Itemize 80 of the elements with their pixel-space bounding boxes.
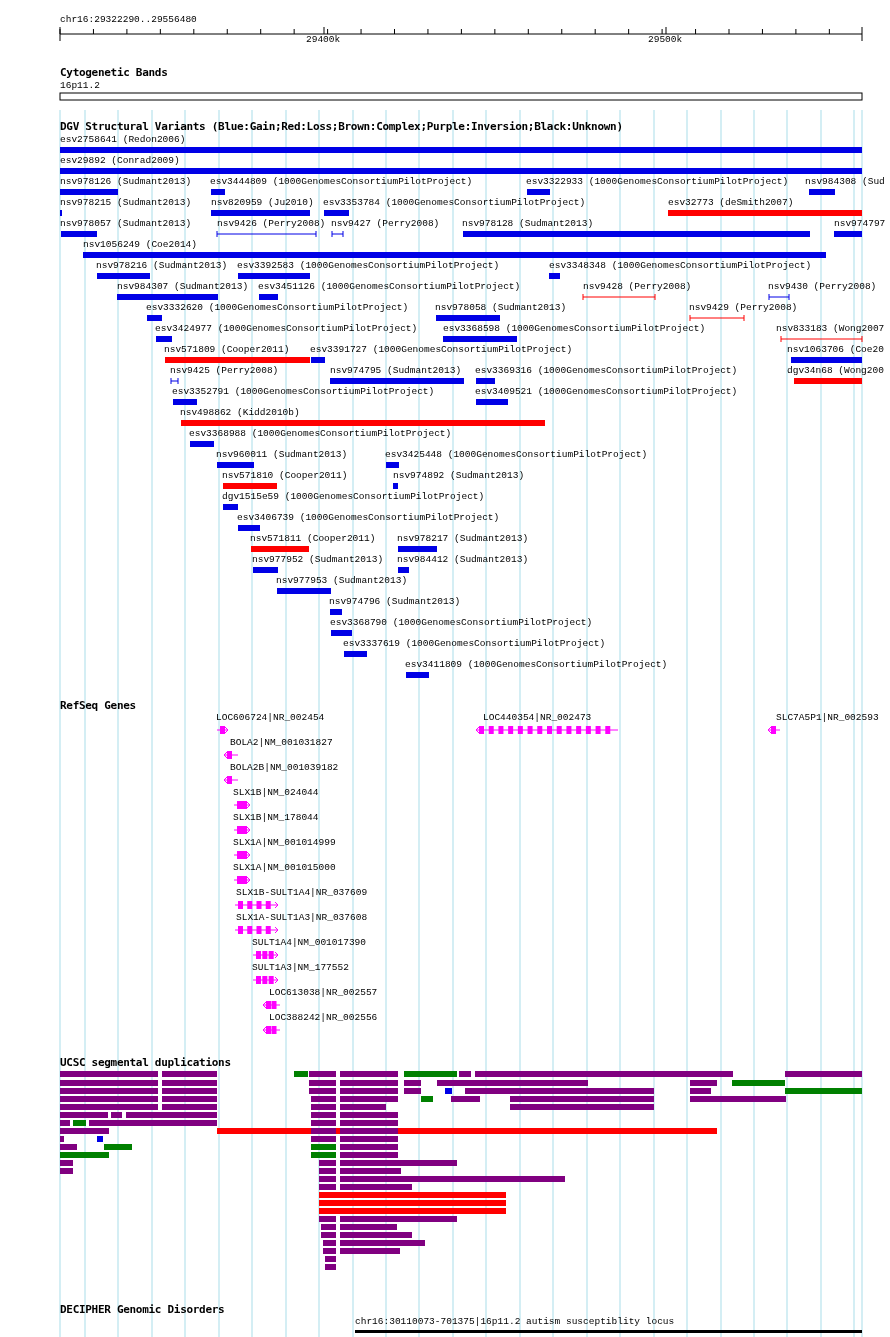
variant-label: esv3406739 (1000GenomesConsortiumPilotProject): [237, 512, 500, 524]
gene-label: SLX1A|NM_001015000: [233, 862, 336, 874]
gene-label: BOLA2B|NM_001039182: [230, 762, 339, 774]
variant-label: nsv984308 (Sud: [805, 176, 885, 188]
variant-label: dgv1515e59 (1000GenomesConsortiumPilotProject): [222, 491, 485, 503]
variant-label: nsv571810 (Cooper2011): [222, 470, 348, 482]
variant-label: esv3444809 (1000GenomesConsortiumPilotProject): [210, 176, 473, 188]
gene-label: BOLA2|NM_001031827: [230, 737, 333, 749]
track-title: RefSeq Genes: [60, 700, 136, 712]
variant-label: esv3348348 (1000GenomesConsortiumPilotProject): [549, 260, 812, 272]
variant-label: nsv9430 (Perry2008): [768, 281, 877, 293]
variant-label: nsv9425 (Perry2008): [170, 365, 279, 377]
variant-label: nsv984307 (Sudmant2013): [117, 281, 249, 293]
variant-label: nsv9428 (Perry2008): [583, 281, 692, 293]
region-label: chr16:30110073-701375|16p11.2 autism susceptiblity locus: [355, 1316, 675, 1328]
variant-label: esv3353784 (1000GenomesConsortiumPilotProject): [323, 197, 586, 209]
gene-label: LOC440354|NR_002473: [483, 712, 592, 724]
variant-label: esv3337619 (1000GenomesConsortiumPilotProject): [343, 638, 606, 650]
variant-label: nsv974797: [834, 218, 886, 230]
variant-label: nsv9426 (Perry2008): [217, 218, 326, 230]
gene-label: SLX1A|NM_001014999: [233, 837, 336, 849]
variant-label: nsv820959 (Ju2010): [211, 197, 314, 209]
variant-label: esv3368598 (1000GenomesConsortiumPilotProject): [443, 323, 706, 335]
variant-label: nsv1063706 (Coe20: [787, 344, 884, 356]
variant-label: nsv974795 (Sudmant2013): [330, 365, 462, 377]
variant-label: esv3409521 (1000GenomesConsortiumPilotProject): [475, 386, 738, 398]
variant-label: nsv978216 (Sudmant2013): [96, 260, 228, 272]
variant-label: nsv974892 (Sudmant2013): [393, 470, 525, 482]
gene-label: LOC388242|NR_002556: [269, 1012, 378, 1024]
variant-label: esv3322933 (1000GenomesConsortiumPilotProject): [526, 176, 789, 188]
variant-label: nsv1056249 (Coe2014): [83, 239, 198, 251]
variant-label: nsv978126 (Sudmant2013): [60, 176, 192, 188]
track-title: DECIPHER Genomic Disorders: [60, 1304, 225, 1316]
variant-label: nsv978057 (Sudmant2013): [60, 218, 192, 230]
variant-label: nsv571811 (Cooper2011): [250, 533, 376, 545]
variant-label: nsv984412 (Sudmant2013): [397, 554, 529, 566]
variant-label: nsv977953 (Sudmant2013): [276, 575, 408, 587]
track-title: DGV Structural Variants (Blue:Gain;Red:Loss;Brown:Complex;Purple:Inversion;Black:Unknown): [60, 121, 623, 133]
coordinate-label: 29500k: [648, 34, 683, 46]
track-title: Cytogenetic Bands: [60, 67, 168, 79]
variant-label: esv3369316 (1000GenomesConsortiumPilotProject): [475, 365, 738, 377]
gene-label: SLX1A-SULT1A3|NR_037608: [236, 912, 368, 924]
gene-label: SULT1A4|NM_001017390: [252, 937, 367, 949]
gene-label: SLX1B-SULT1A4|NR_037609: [236, 887, 368, 899]
variant-label: esv3391727 (1000GenomesConsortiumPilotProject): [310, 344, 573, 356]
gene-label: SULT1A3|NM_177552: [252, 962, 349, 974]
variant-label: esv3368988 (1000GenomesConsortiumPilotProject): [189, 428, 452, 440]
gene-label: SLC7A5P1|NR_002593: [776, 712, 879, 724]
variant-label: nsv978217 (Sudmant2013): [397, 533, 529, 545]
variant-label: esv2758641 (Redon2006): [60, 134, 186, 146]
variant-label: esv3451126 (1000GenomesConsortiumPilotProject): [258, 281, 521, 293]
variant-label: nsv960011 (Sudmant2013): [216, 449, 348, 461]
variant-label: esv3332620 (1000GenomesConsortiumPilotProject): [146, 302, 409, 314]
variant-label: nsv978058 (Sudmant2013): [435, 302, 567, 314]
variant-label: nsv9429 (Perry2008): [689, 302, 798, 314]
variant-label: esv3411809 (1000GenomesConsortiumPilotProject): [405, 659, 668, 671]
coordinate-label: 16p11.2: [60, 80, 100, 92]
variant-label: esv29892 (Conrad2009): [60, 155, 180, 167]
gene-label: SLX1B|NM_024044: [233, 787, 319, 799]
gene-label: SLX1B|NM_178044: [233, 812, 319, 824]
variant-label: esv3425448 (1000GenomesConsortiumPilotProject): [385, 449, 648, 461]
coordinate-label: chr16:29322290..29556480: [60, 14, 197, 26]
gene-label: LOC606724|NR_002454: [216, 712, 325, 724]
variant-label: esv32773 (deSmith2007): [668, 197, 794, 209]
variant-label: nsv498862 (Kidd2010b): [180, 407, 300, 419]
variant-label: nsv978128 (Sudmant2013): [462, 218, 594, 230]
variant-label: nsv977952 (Sudmant2013): [252, 554, 384, 566]
variant-label: nsv571809 (Cooper2011): [164, 344, 290, 356]
variant-label: nsv9427 (Perry2008): [331, 218, 440, 230]
variant-label: nsv974796 (Sudmant2013): [329, 596, 461, 608]
track-title: UCSC segmental duplications: [60, 1057, 231, 1069]
variant-label: esv3392583 (1000GenomesConsortiumPilotProject): [237, 260, 500, 272]
variant-label: nsv833183 (Wong2007: [776, 323, 885, 335]
variant-label: dgv34n68 (Wong200: [787, 365, 884, 377]
variant-label: esv3352791 (1000GenomesConsortiumPilotProject): [172, 386, 435, 398]
gene-label: LOC613038|NR_002557: [269, 987, 378, 999]
coordinate-label: 29400k: [306, 34, 341, 46]
variant-label: esv3424977 (1000GenomesConsortiumPilotProject): [155, 323, 418, 335]
variant-label: nsv978215 (Sudmant2013): [60, 197, 192, 209]
variant-label: esv3368790 (1000GenomesConsortiumPilotProject): [330, 617, 593, 629]
